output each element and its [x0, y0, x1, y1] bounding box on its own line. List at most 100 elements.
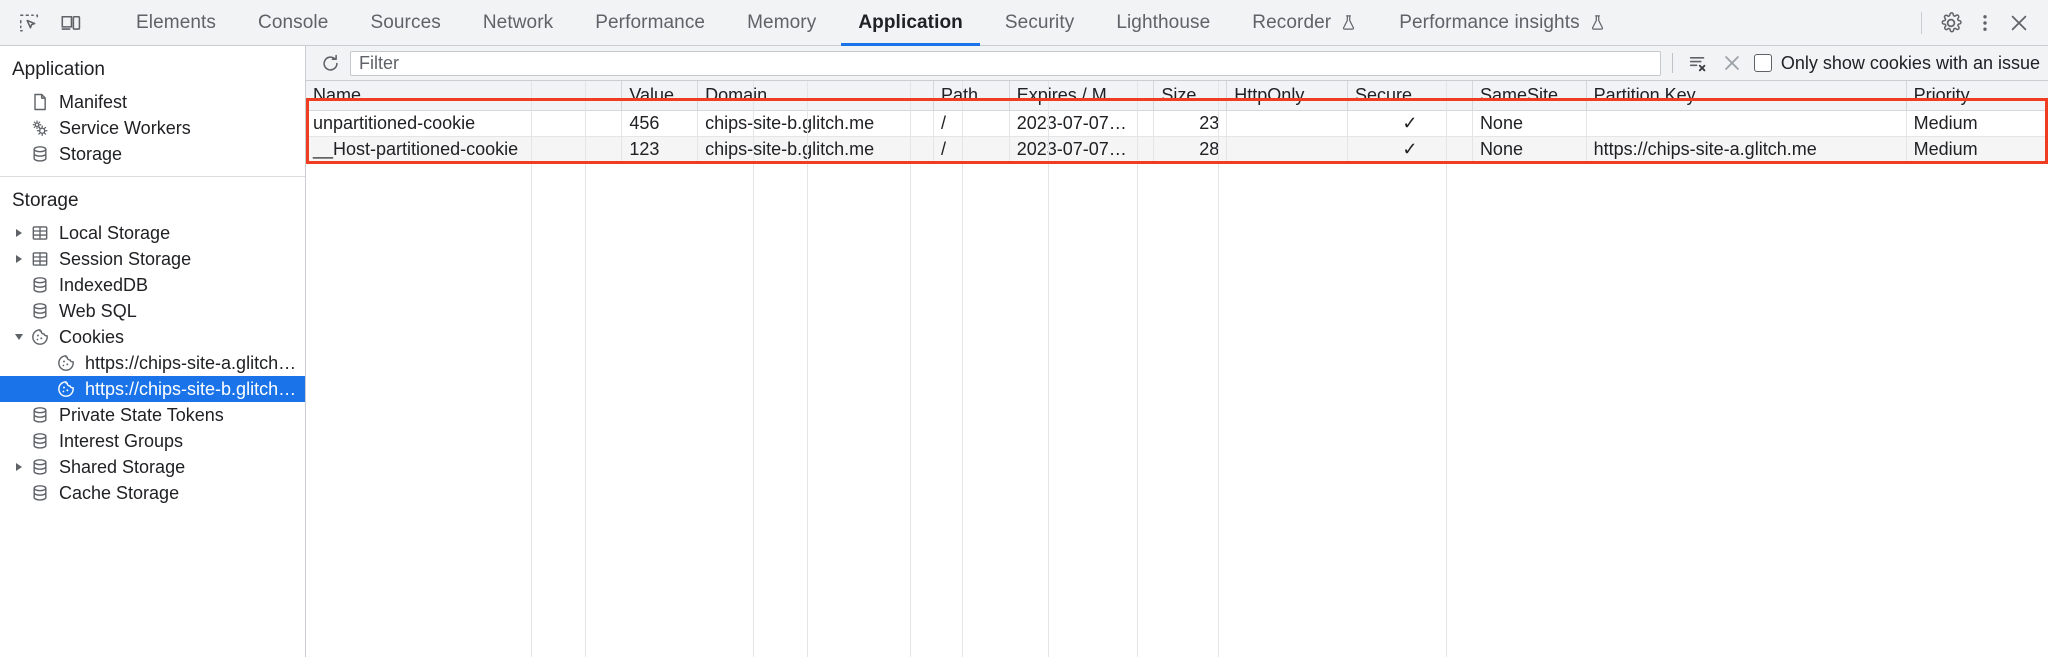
cell-priority: Medium — [1906, 136, 2048, 163]
tab-performance[interactable]: Performance — [574, 0, 726, 45]
cell-expires: 2023-07-07… — [1009, 136, 1155, 163]
database-icon — [28, 301, 52, 321]
cell-value: 123 — [621, 136, 699, 163]
tab-sources[interactable]: Sources — [349, 0, 461, 45]
chevron-right-icon[interactable] — [10, 229, 28, 237]
cell-httponly — [1226, 110, 1349, 137]
cell-partition: https://chips-site-a.glitch.me — [1586, 136, 1907, 163]
column-header-expires[interactable]: Expires / M… — [1009, 81, 1155, 111]
column-header-samesite[interactable]: SameSite — [1472, 81, 1587, 111]
table-icon — [28, 249, 52, 269]
column-header-name[interactable]: Name — [306, 81, 623, 111]
cell-path: / — [933, 136, 1010, 163]
column-rule — [531, 81, 532, 657]
application-sidebar: Application Manifest Service Workers Sto… — [0, 46, 306, 657]
sidebar-item-label: Private State Tokens — [59, 404, 224, 425]
cell-name: __Host-partitioned-cookie — [306, 136, 623, 163]
cookie-icon — [54, 353, 78, 373]
tab-application[interactable]: Application — [837, 0, 984, 46]
tab-label: Recorder — [1252, 11, 1332, 33]
cookie-icon — [54, 379, 78, 399]
sidebar-item-service-workers[interactable]: Service Workers — [0, 115, 305, 141]
column-header-secure[interactable]: Secure — [1347, 81, 1473, 111]
delete-cookie-icon[interactable] — [1718, 50, 1746, 76]
inspect-element-icon[interactable] — [14, 8, 44, 38]
sidebar-item-https-chips-site-b-glitch-me[interactable]: https://chips-site-b.glitch.me — [0, 376, 305, 402]
database-icon — [28, 144, 52, 164]
cell-name: unpartitioned-cookie — [306, 110, 623, 137]
column-rule — [753, 81, 754, 657]
cell-domain: chips-site-b.glitch.me — [697, 110, 934, 137]
cookies-table-column-rules — [306, 81, 2048, 657]
tab-lighthouse[interactable]: Lighthouse — [1095, 0, 1231, 45]
tab-performance-insights[interactable]: Performance insights — [1378, 0, 1626, 45]
cell-domain: chips-site-b.glitch.me — [697, 136, 934, 163]
checkbox-box[interactable] — [1753, 54, 1772, 72]
sidebar-section-title: Application — [12, 59, 105, 80]
sidebar-item-label: Service Workers — [59, 117, 191, 138]
column-rule — [1137, 81, 1138, 657]
document-icon — [28, 92, 52, 112]
tab-memory[interactable]: Memory — [726, 0, 837, 45]
tab-label: Lighthouse — [1116, 11, 1211, 33]
chevron-right-icon[interactable] — [10, 255, 28, 263]
sidebar-item-https-chips-site-a-glitch-me[interactable]: https://chips-site-a.glitch.me — [0, 350, 305, 376]
sidebar-section-title: Storage — [12, 190, 79, 211]
sidebar-item-session-storage[interactable]: Session Storage — [0, 246, 305, 272]
clear-all-cookies-icon[interactable] — [1684, 50, 1712, 76]
tab-label: Security — [1004, 11, 1075, 33]
tabbar-right-divider — [1921, 11, 1922, 34]
experimental-flask-icon — [1589, 13, 1606, 32]
tab-elements[interactable]: Elements — [115, 0, 237, 45]
sidebar-item-label: https://chips-site-b.glitch.me — [85, 378, 299, 399]
table-icon — [28, 223, 52, 243]
tab-recorder[interactable]: Recorder — [1231, 0, 1378, 45]
kebab-menu-icon[interactable] — [1970, 8, 2000, 38]
column-header-httponly[interactable]: HttpOnly — [1226, 81, 1349, 111]
sidebar-item-local-storage[interactable]: Local Storage — [0, 220, 305, 246]
column-rule — [585, 81, 586, 657]
sidebar-item-label: Cookies — [59, 326, 125, 347]
tab-label: Console — [258, 11, 329, 33]
cell-samesite: None — [1472, 136, 1587, 163]
tab-security[interactable]: Security — [984, 0, 1095, 45]
sidebar-item-shared-storage[interactable]: Shared Storage — [0, 454, 305, 480]
filter-input[interactable] — [350, 50, 1661, 76]
tab-console[interactable]: Console — [237, 0, 349, 45]
only-show-issues-checkbox[interactable]: Only show cookies with an issue — [1752, 53, 2040, 74]
tab-network[interactable]: Network — [462, 0, 574, 45]
close-icon[interactable] — [2004, 8, 2034, 38]
column-header-value[interactable]: Value — [621, 81, 699, 111]
column-header-path[interactable]: Path — [933, 81, 1010, 111]
column-header-size[interactable]: Size — [1153, 81, 1228, 111]
sidebar-item-label: Shared Storage — [59, 456, 186, 477]
tab-label: Sources — [370, 11, 441, 33]
tab-label: Elements — [136, 11, 217, 33]
refresh-icon[interactable] — [316, 50, 344, 76]
sidebar-item-cache-storage[interactable]: Cache Storage — [0, 480, 305, 506]
sidebar-item-web-sql[interactable]: Web SQL — [0, 298, 305, 324]
sidebar-item-storage[interactable]: Storage — [0, 141, 305, 167]
column-header-domain[interactable]: Domain — [697, 81, 934, 111]
sidebar-item-label: Session Storage — [59, 248, 192, 269]
sidebar-item-private-state-tokens[interactable]: Private State Tokens — [0, 402, 305, 428]
column-header-priority[interactable]: Priority — [1906, 81, 2048, 111]
chevron-right-icon[interactable] — [10, 463, 28, 471]
gear-icon[interactable] — [1936, 8, 1966, 38]
sidebar-item-label: https://chips-site-a.glitch.me — [85, 352, 299, 373]
cookies-panel: Only show cookies with an issue NameValu… — [306, 46, 2048, 657]
sidebar-item-indexeddb[interactable]: IndexedDB — [0, 272, 305, 298]
tab-label: Application — [858, 11, 963, 33]
column-header-partition[interactable]: Partition Key — [1586, 81, 1907, 111]
sidebar-item-interest-groups[interactable]: Interest Groups — [0, 428, 305, 454]
sidebar-item-cookies[interactable]: Cookies — [0, 324, 305, 350]
chevron-down-icon[interactable] — [10, 334, 28, 340]
sidebar-item-manifest[interactable]: Manifest — [0, 89, 305, 115]
device-toolbar-icon[interactable] — [56, 8, 86, 38]
